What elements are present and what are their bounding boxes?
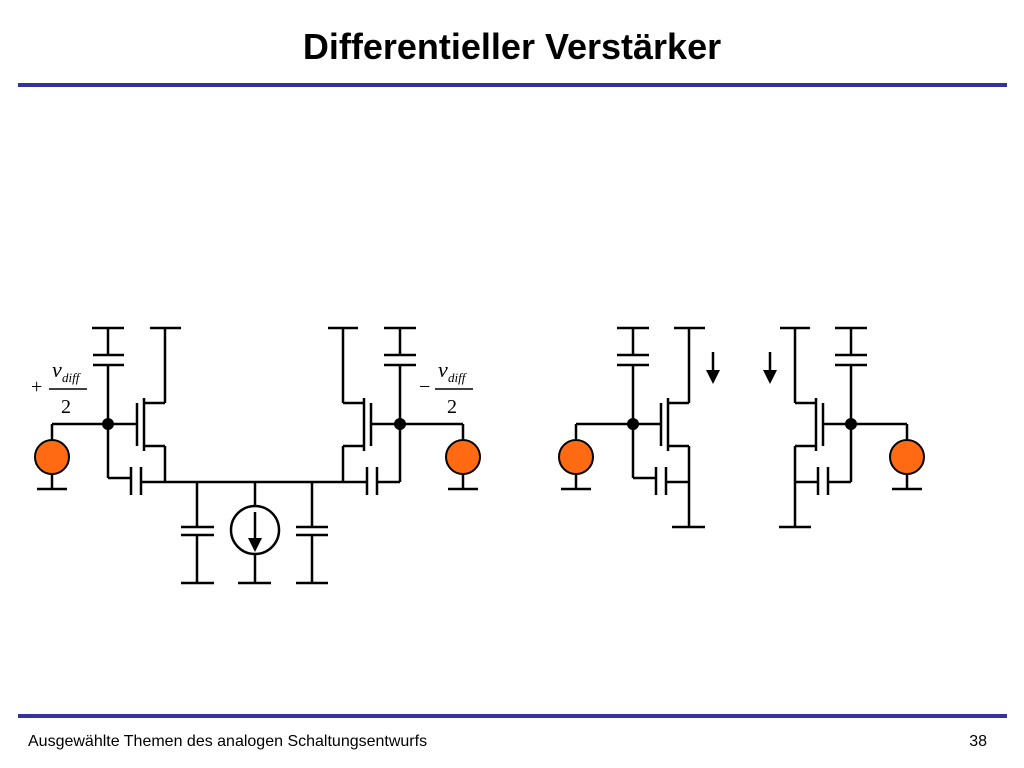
right-input-denominator: 2: [447, 396, 457, 418]
right-input-sign: −: [419, 376, 430, 398]
left-input-subscript: diff: [62, 370, 82, 385]
current-source-arrowhead: [248, 538, 262, 552]
current-arrow-right-head: [763, 370, 777, 384]
current-arrow-left-head: [706, 370, 720, 384]
right-half-circuit: [328, 326, 478, 495]
left-half-circuit: [37, 326, 181, 495]
transistor-right: [328, 326, 373, 482]
equivalent-half-circuit-right: [779, 326, 922, 529]
footer-rule: [18, 714, 1007, 718]
tail-node: [165, 480, 343, 585]
signal-source-icon: [558, 439, 594, 475]
signal-source-icon: [445, 439, 481, 475]
signal-source-icon: [889, 439, 925, 475]
right-input-subscript: diff: [448, 370, 468, 385]
left-input-symbol: v: [52, 357, 62, 382]
left-input-label: + v diff 2: [31, 357, 87, 418]
left-input-denominator: 2: [61, 396, 71, 418]
title-rule: [18, 83, 1007, 87]
input-source-left: [37, 424, 67, 491]
slide-title: Differentieller Verstärker: [302, 26, 722, 67]
footer-text: Ausgewählte Themen des analogen Schaltun…: [28, 733, 428, 750]
gate-drain-capacitor-left: [92, 326, 124, 424]
node-dot-eq-left: [627, 418, 639, 430]
node-dot-right: [394, 418, 406, 430]
node-dot-left: [102, 418, 114, 430]
transistor-left: [135, 326, 181, 482]
right-input-symbol: v: [438, 357, 448, 382]
gate-drain-capacitor-right: [384, 326, 416, 424]
gate-source-capacitor-right: [343, 467, 400, 495]
page-number: 38: [969, 733, 987, 750]
node-dot-eq-right: [845, 418, 857, 430]
equivalent-half-circuit-left: [561, 326, 705, 529]
left-input-sign: +: [31, 376, 42, 398]
tail-current-source: [229, 504, 281, 556]
signal-source-icon: [34, 439, 70, 475]
right-input-label: − v diff 2: [419, 357, 473, 418]
gate-source-capacitor-left: [108, 467, 165, 495]
input-source-right: [448, 424, 478, 491]
